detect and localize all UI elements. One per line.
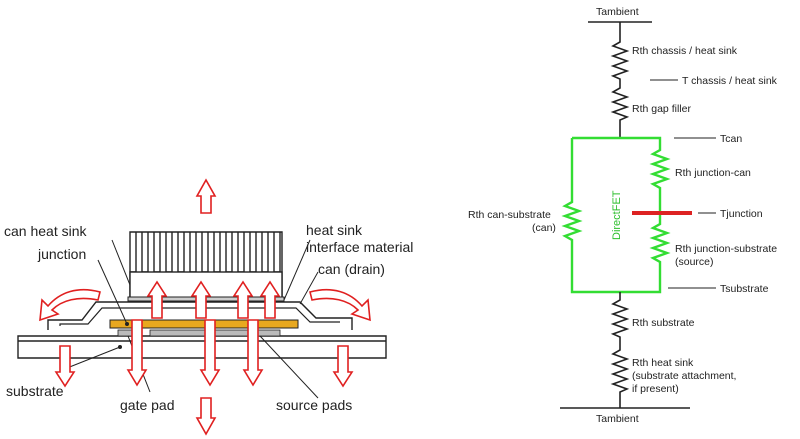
arrow-curve-left	[39, 288, 101, 322]
label-can-heat-sink: can heat sink	[4, 223, 87, 239]
label-substrate-attachment: (substrate attachment,	[632, 370, 736, 382]
label-tambient-bottom: Tambient	[596, 413, 639, 425]
left-labels: can heat sink junction heat sink interfa…	[4, 222, 413, 413]
can-inner	[59, 307, 340, 326]
label-rth-substrate: Rth substrate	[632, 317, 695, 329]
bottom-wire	[610, 292, 630, 408]
label-junction: junction	[37, 246, 86, 262]
label-rth-can-substrate: Rth can-substrate	[468, 209, 551, 221]
label-if-present: if present)	[632, 383, 679, 395]
label-gate-pad: gate pad	[120, 397, 175, 413]
label-substrate: substrate	[6, 383, 64, 399]
arrow-down-left	[54, 345, 76, 388]
label-source-pads: source pads	[276, 397, 352, 413]
arrow-up-4	[259, 280, 281, 319]
arrow-up-1	[146, 280, 168, 319]
label-source: (source)	[675, 256, 714, 268]
arrow-curve-right	[309, 288, 371, 322]
label-heat-sink: heat sink	[306, 222, 363, 238]
label-tambient-top: Tambient	[596, 6, 639, 18]
arrow-down-right	[332, 345, 354, 388]
top-wire	[610, 22, 630, 138]
label-rth-junction-can: Rth junction-can	[675, 167, 751, 179]
label-t-chassis: T chassis / heat sink	[682, 75, 778, 87]
arrow-up-top	[195, 178, 217, 214]
label-rth-chassis: Rth chassis / heat sink	[632, 45, 738, 57]
arrow-down-3	[242, 319, 264, 387]
arrow-up-2	[190, 280, 212, 319]
substrate-board	[17, 335, 387, 359]
label-can: (can)	[532, 222, 556, 234]
arrow-down-2	[199, 319, 221, 387]
label-tjunction: Tjunction	[720, 208, 763, 220]
label-can-drain: can (drain)	[318, 261, 385, 277]
label-rth-gap: Rth gap filler	[632, 103, 691, 115]
thermal-network	[560, 21, 716, 409]
die	[109, 319, 299, 329]
label-interface-material: interface material	[306, 239, 413, 255]
label-rth-heat-sink: Rth heat sink	[632, 357, 694, 369]
label-rth-junction-substrate: Rth junction-substrate	[675, 243, 777, 255]
label-directfet: DirectFET	[611, 190, 623, 240]
right-labels: Tambient Rth chassis / heat sink T chass…	[468, 6, 778, 425]
arrow-down-bottom	[195, 397, 217, 436]
label-tcan: Tcan	[720, 133, 742, 145]
arrow-up-3	[232, 280, 254, 319]
arrow-down-1	[126, 319, 148, 387]
green-loop	[561, 136, 671, 294]
label-tsubstrate: Tsubstrate	[720, 283, 769, 295]
heat-flow-arrows	[39, 178, 371, 436]
